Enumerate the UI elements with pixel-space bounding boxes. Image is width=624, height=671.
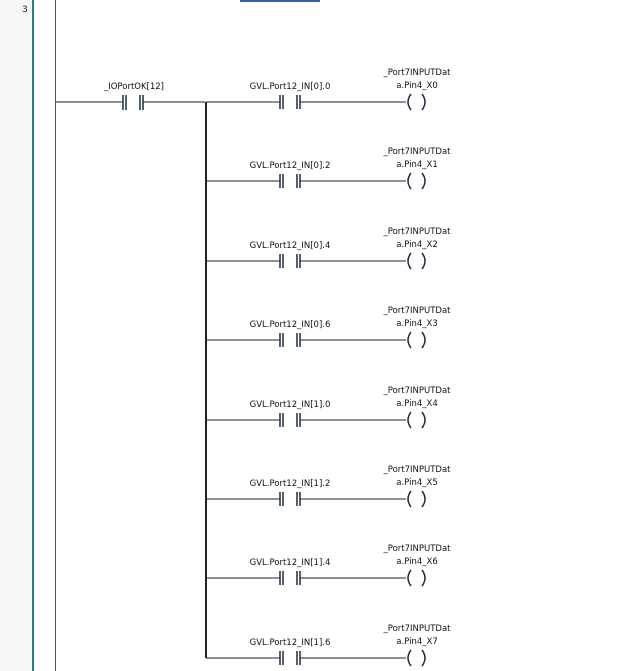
branch-4: GVL.Port12_IN[1].0 _Port7INPUTDat a.Pin4_X…: [206, 386, 452, 429]
branch-coil-label-line1: _Port7INPUTDat: [383, 465, 452, 475]
branch-coil-label-line1: _Port7INPUTDat: [383, 544, 452, 554]
branch-coil[interactable]: [407, 93, 426, 111]
branch-coil-label-line1: _Port7INPUTDat: [383, 68, 452, 78]
branch-5: GVL.Port12_IN[1].2 _Port7INPUTDat a.Pin4_X…: [206, 465, 452, 508]
branch-coil-label-line2: a.Pin4_X1: [396, 160, 438, 170]
branch-coil-label-line2: a.Pin4_X4: [396, 399, 438, 409]
branch-coil[interactable]: [407, 569, 426, 587]
branch-contact[interactable]: [279, 95, 301, 109]
left-power-rail: [55, 0, 56, 671]
branch-contact[interactable]: [279, 651, 301, 665]
branch-coil[interactable]: [407, 490, 426, 508]
main-contact[interactable]: [122, 95, 144, 110]
branches: GVL.Port12_IN[0].0 _Port7INPUTDat a.Pin4_X…: [206, 68, 452, 667]
branch-coil-label-line2: a.Pin4_X0: [396, 81, 438, 91]
branch-coil-label-line1: _Port7INPUTDat: [383, 227, 452, 237]
branch-coil-label-line1: _Port7INPUTDat: [383, 386, 452, 396]
branch-coil[interactable]: [407, 331, 426, 349]
branch-contact-label: GVL.Port12_IN[1].6: [250, 638, 331, 648]
line-number-gutter: 3: [0, 0, 32, 671]
rung-number: 3: [22, 5, 28, 15]
branch-coil-label-line2: a.Pin4_X6: [396, 557, 438, 567]
main-rung: _IOPortOK[12]: [56, 82, 205, 110]
branch-coil-label-line2: a.Pin4_X7: [396, 637, 438, 647]
branch-coil-label-line2: a.Pin4_X5: [396, 478, 438, 488]
branch-0: GVL.Port12_IN[0].0 _Port7INPUTDat a.Pin4_X…: [206, 68, 452, 111]
branch-coil[interactable]: [407, 649, 426, 667]
editor-margin-rail: [32, 0, 34, 671]
branch-coil-label-line1: _Port7INPUTDat: [383, 306, 452, 316]
branch-contact-label: GVL.Port12_IN[0].0: [250, 82, 331, 92]
branch-coil[interactable]: [407, 172, 426, 190]
branch-contact[interactable]: [279, 333, 301, 347]
branch-contact-label: GVL.Port12_IN[1].4: [250, 558, 331, 568]
branch-coil-label-line1: _Port7INPUTDat: [383, 147, 452, 157]
branch-contact-label: GVL.Port12_IN[1].2: [250, 479, 331, 489]
branch-coil[interactable]: [407, 411, 426, 429]
branch-contact-label: GVL.Port12_IN[0].6: [250, 320, 331, 330]
branch-6: GVL.Port12_IN[1].4 _Port7INPUTDat a.Pin4_X…: [206, 544, 452, 587]
branch-contact[interactable]: [279, 413, 301, 427]
branch-2: GVL.Port12_IN[0].4 _Port7INPUTDat a.Pin4_X…: [206, 227, 452, 270]
branch-7: GVL.Port12_IN[1].6 _Port7INPUTDat a.Pin4_X…: [206, 624, 452, 667]
branch-coil[interactable]: [407, 252, 426, 270]
branch-coil-label-line2: a.Pin4_X2: [396, 240, 438, 250]
branch-3: GVL.Port12_IN[0].6 _Port7INPUTDat a.Pin4_X…: [206, 306, 452, 349]
branch-contact[interactable]: [279, 492, 301, 506]
branch-contact[interactable]: [279, 571, 301, 585]
branch-contact-label: GVL.Port12_IN[1].0: [250, 400, 331, 410]
branch-coil-label-line1: _Port7INPUTDat: [383, 624, 452, 634]
main-contact-label: _IOPortOK[12]: [103, 82, 164, 92]
selection-marker: [240, 0, 320, 2]
branch-1: GVL.Port12_IN[0].2 _Port7INPUTDat a.Pin4_X…: [206, 147, 452, 190]
branch-coil-label-line2: a.Pin4_X3: [396, 319, 438, 329]
branch-contact-label: GVL.Port12_IN[0].2: [250, 161, 331, 171]
branch-contact-label: GVL.Port12_IN[0].4: [250, 241, 331, 251]
branch-contact[interactable]: [279, 174, 301, 188]
branch-contact[interactable]: [279, 254, 301, 268]
